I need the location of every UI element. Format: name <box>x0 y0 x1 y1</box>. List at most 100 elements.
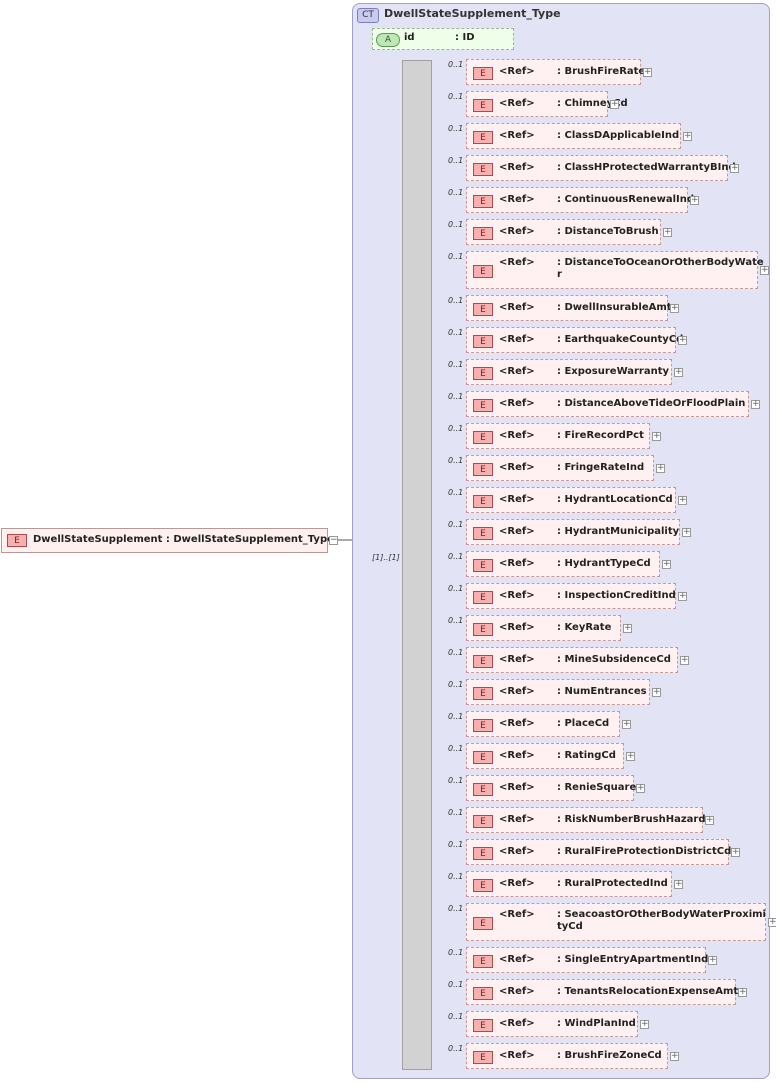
element-ref-label: <Ref> <box>499 878 535 889</box>
attribute-id[interactable] <box>372 28 514 50</box>
element-multiplicity: 0..1 <box>448 904 464 913</box>
element-ref-label: <Ref> <box>499 257 535 268</box>
element-type-name: : HydrantTypeCd <box>557 558 651 569</box>
element-ref-item[interactable]: E<Ref>: EarthquakeCountyCd <box>466 327 683 353</box>
element-ref-label: <Ref> <box>499 846 535 857</box>
element-ref-item[interactable]: E<Ref>: KeyRate <box>466 615 621 641</box>
expand-icon[interactable]: + <box>652 687 661 697</box>
element-type-name: : KeyRate <box>557 622 612 633</box>
element-type-name: : SeacoastOrOtherBodyWaterProximi tyCd <box>557 909 766 932</box>
element-badge: E <box>473 335 493 348</box>
expand-icon[interactable]: + <box>760 265 769 275</box>
element-ref-label: <Ref> <box>499 526 535 537</box>
root-element[interactable]: E <box>1 528 328 553</box>
expand-icon[interactable]: + <box>682 527 691 537</box>
expand-icon[interactable]: + <box>623 623 632 633</box>
element-ref-item[interactable]: E<Ref>: MineSubsidenceCd <box>466 647 678 673</box>
expand-icon[interactable]: + <box>768 917 776 927</box>
element-type-name: : FringeRateInd <box>557 462 645 473</box>
element-type-name: : DistanceAboveTideOrFloodPlain <box>557 398 746 409</box>
expand-icon[interactable]: + <box>622 719 631 729</box>
element-ref-item[interactable]: E<Ref>: HydrantTypeCd <box>466 551 660 577</box>
element-ref-item[interactable]: E<Ref>: FringeRateInd <box>466 455 654 481</box>
element-badge: E <box>7 534 27 547</box>
expand-icon[interactable]: + <box>670 303 679 313</box>
expand-icon[interactable]: + <box>678 591 687 601</box>
expand-icon[interactable]: + <box>670 1051 679 1061</box>
expand-icon[interactable]: + <box>640 1019 649 1029</box>
element-ref-item[interactable]: E<Ref>: HydrantMunicipality <box>466 519 680 545</box>
element-multiplicity: 0..1 <box>448 296 464 305</box>
element-ref-item[interactable]: E<Ref>: RuralFireProtectionDistrictCd <box>466 839 731 865</box>
expand-icon[interactable]: + <box>674 879 683 889</box>
element-badge: E <box>473 163 493 176</box>
element-ref-item[interactable]: E<Ref>: BrushFireRate <box>466 59 645 85</box>
element-ref-item[interactable]: E<Ref>: PlaceCd <box>466 711 620 737</box>
expand-icon[interactable]: + <box>636 783 645 793</box>
element-ref-label: <Ref> <box>499 654 535 665</box>
element-ref-item[interactable]: E<Ref>: HydrantLocationCd <box>466 487 676 513</box>
expand-icon[interactable]: + <box>674 367 683 377</box>
element-badge: E <box>473 367 493 380</box>
sequence-compositor[interactable] <box>402 60 432 1070</box>
expand-icon[interactable]: + <box>680 655 689 665</box>
element-type-name: : TenantsRelocationExpenseAmt <box>557 986 739 997</box>
element-ref-item[interactable]: E<Ref>: ExposureWarranty <box>466 359 672 385</box>
expand-icon[interactable]: + <box>643 67 652 77</box>
element-multiplicity: 0..1 <box>448 60 464 69</box>
expand-icon[interactable]: + <box>708 955 717 965</box>
element-badge: E <box>473 527 493 540</box>
element-ref-item[interactable]: E<Ref>: ContinuousRenewalInd <box>466 187 694 213</box>
expand-icon[interactable]: + <box>610 99 619 109</box>
expand-icon[interactable]: + <box>652 431 661 441</box>
attribute-badge: A <box>376 33 400 47</box>
expand-icon[interactable]: + <box>690 195 699 205</box>
element-multiplicity: 0..1 <box>448 92 464 101</box>
element-ref-item[interactable]: E<Ref>: DwellInsurableAmt <box>466 295 672 321</box>
element-ref-item[interactable]: E<Ref>: ChimneyCd <box>466 91 628 117</box>
element-ref-item[interactable]: E<Ref>: TenantsRelocationExpenseAmt <box>466 979 739 1005</box>
element-ref-label: <Ref> <box>499 302 535 313</box>
element-ref-item[interactable]: E<Ref>: RenieSquare <box>466 775 637 801</box>
element-badge: E <box>473 623 493 636</box>
element-multiplicity: 0..1 <box>448 980 464 989</box>
attribute-name: id <box>404 32 415 43</box>
element-multiplicity: 0..1 <box>448 648 464 657</box>
element-ref-item[interactable]: E<Ref>: ClassHProtectedWarrantyBInd <box>466 155 736 181</box>
element-type-name: : PlaceCd <box>557 718 610 729</box>
collapse-toggle-icon[interactable]: − <box>329 535 338 545</box>
element-ref-item[interactable]: E<Ref>: RuralProtectedInd <box>466 871 672 897</box>
element-ref-item[interactable]: E<Ref>: WindPlanInd <box>466 1011 638 1037</box>
element-ref-item[interactable]: E<Ref>: RiskNumberBrushHazard <box>466 807 706 833</box>
expand-icon[interactable]: + <box>751 399 760 409</box>
element-ref-label: <Ref> <box>499 909 535 920</box>
expand-icon[interactable]: + <box>683 131 692 141</box>
element-ref-item[interactable]: E<Ref>: FireRecordPct <box>466 423 650 449</box>
element-ref-label: <Ref> <box>499 130 535 141</box>
element-ref-item[interactable]: E<Ref>: NumEntrances <box>466 679 650 705</box>
element-ref-item[interactable]: E<Ref>: DistanceToOceanOrOtherBodyWate r <box>466 251 764 289</box>
element-badge: E <box>473 463 493 476</box>
element-ref-item[interactable]: E<Ref>: InspectionCreditInd <box>466 583 676 609</box>
element-ref-item[interactable]: E<Ref>: SingleEntryApartmentInd <box>466 947 708 973</box>
expand-icon[interactable]: + <box>730 163 739 173</box>
expand-icon[interactable]: + <box>662 559 671 569</box>
expand-icon[interactable]: + <box>738 987 747 997</box>
expand-icon[interactable]: + <box>656 463 665 473</box>
expand-icon[interactable]: + <box>626 751 635 761</box>
expand-icon[interactable]: + <box>705 815 714 825</box>
expand-icon[interactable]: + <box>678 495 687 505</box>
element-ref-item[interactable]: E<Ref>: ClassDApplicableInd <box>466 123 681 149</box>
element-ref-item[interactable]: E<Ref>: DistanceAboveTideOrFloodPlain <box>466 391 749 417</box>
element-ref-item[interactable]: E<Ref>: BrushFireZoneCd <box>466 1043 668 1069</box>
expand-icon[interactable]: + <box>663 227 672 237</box>
element-type-name: : RenieSquare <box>557 782 637 793</box>
element-badge: E <box>473 67 493 80</box>
element-ref-item[interactable]: E<Ref>: RatingCd <box>466 743 624 769</box>
element-multiplicity: 0..1 <box>448 520 464 529</box>
element-ref-item[interactable]: E<Ref>: SeacoastOrOtherBodyWaterProximi … <box>466 903 766 941</box>
element-ref-label: <Ref> <box>499 494 535 505</box>
expand-icon[interactable]: + <box>731 847 740 857</box>
expand-icon[interactable]: + <box>678 335 687 345</box>
element-ref-item[interactable]: E<Ref>: DistanceToBrush <box>466 219 661 245</box>
